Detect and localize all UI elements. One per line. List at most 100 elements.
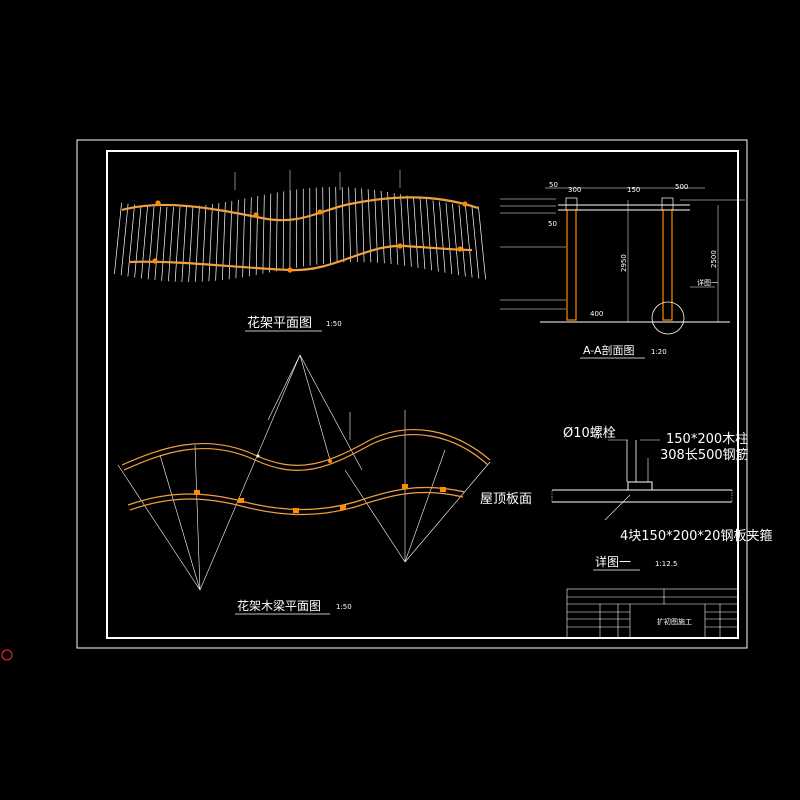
- beam-joint: [328, 459, 332, 463]
- detail-plate: [627, 481, 653, 491]
- beam-post: [194, 490, 200, 495]
- plan-post: [253, 212, 259, 218]
- plan-rafter: [249, 197, 252, 277]
- detail-roof-label: 屋顶板面: [480, 492, 532, 507]
- plan-rafter: [335, 186, 338, 263]
- plan-post: [457, 246, 463, 252]
- dim-2950: 2950: [620, 254, 628, 272]
- plan-rafter: [276, 192, 278, 272]
- plan-rafter: [208, 204, 213, 282]
- beam-post: [238, 498, 244, 503]
- plan-rafter: [195, 205, 200, 282]
- plan-rafter: [174, 206, 181, 282]
- beam-post: [402, 484, 408, 489]
- plan-rafter: [419, 197, 426, 270]
- plan-scale: 1:50: [326, 320, 342, 328]
- plan-rafter: [393, 193, 399, 265]
- plan-rafter: [380, 190, 385, 264]
- beam-lower-outer: [127, 486, 466, 511]
- plan-rafter: [120, 203, 129, 276]
- outer-border: [76, 139, 748, 649]
- detail-column-label: 150*200木柱: [666, 432, 748, 447]
- dim-150: 150: [627, 186, 640, 194]
- marker-circle: [1, 649, 13, 661]
- plan-post: [287, 267, 293, 273]
- inner-border: [106, 150, 739, 639]
- plan-rafter: [328, 187, 331, 264]
- plan-rafter: [400, 194, 405, 266]
- dim-500: 500: [675, 183, 688, 191]
- detail-slab: [551, 489, 733, 503]
- beam-post: [293, 508, 299, 513]
- detail-title: 详图一: [595, 554, 631, 569]
- plan-title: 花架平面图: [247, 315, 312, 331]
- plan-rafter: [222, 202, 226, 281]
- plan-rafter: [161, 206, 168, 281]
- plan-rafter: [426, 199, 432, 271]
- section-title: A-A剖面图: [583, 343, 635, 357]
- plan-rafter: [127, 204, 135, 277]
- plan-rafter: [282, 191, 285, 271]
- dim-50-side: 50: [548, 220, 557, 228]
- plan-rafter: [181, 206, 187, 282]
- beam-joint: [256, 454, 260, 458]
- section-detail-ref: 详图一: [697, 278, 718, 287]
- plan-rafter: [413, 196, 419, 268]
- dim-400: 400: [590, 310, 603, 318]
- detail-plates-label: 4块150*200*20钢板夹箍: [620, 528, 772, 544]
- title-block-stage: 扩初图施工: [657, 617, 692, 626]
- pergola-plan-view: 花架平面图 1:50: [114, 170, 486, 332]
- plan-rafter: [361, 188, 365, 263]
- plan-beam-upper: [121, 196, 479, 222]
- plan-rafter: [458, 204, 466, 277]
- plan-rafter: [374, 189, 378, 263]
- dim-2500: 2500: [710, 250, 718, 268]
- plan-rafter: [262, 194, 265, 274]
- section-detail-circle: [651, 301, 685, 335]
- beam-lower-inner: [129, 491, 464, 516]
- plan-rafter: [387, 191, 392, 264]
- detail-rebar-label: 308长500钢筋: [660, 447, 749, 463]
- beam-plan-title: 花架木梁平面图: [237, 598, 321, 613]
- plan-rafter: [269, 193, 272, 273]
- plan-post: [152, 258, 158, 264]
- plan-rafter: [452, 203, 459, 276]
- detail-scale: 1:12.5: [655, 560, 677, 568]
- plan-rafter: [439, 201, 446, 273]
- detail-bolt-label: Ø10螺栓: [563, 426, 616, 441]
- plan-rafter: [322, 187, 324, 264]
- plan-post: [397, 243, 403, 249]
- section-a-a: 50 300 150 500 50 2950 2500 400 详图一 A-A剖…: [500, 181, 745, 359]
- plan-rafter: [147, 206, 155, 280]
- section-scale: 1:20: [651, 348, 667, 356]
- plan-rafter: [255, 196, 259, 275]
- plan-rafter: [478, 206, 486, 280]
- plan-post: [317, 209, 323, 215]
- dim-300: 300: [568, 186, 581, 194]
- plan-rafter: [465, 205, 473, 278]
- dim-50-top: 50: [549, 181, 558, 189]
- beam-post: [340, 505, 346, 510]
- plan-rafter: [154, 206, 161, 281]
- plan-rafter: [432, 200, 439, 272]
- plan-rafter: [215, 203, 220, 281]
- plan-rafter: [114, 202, 122, 275]
- plan-rafter: [406, 195, 412, 267]
- plan-rafters: [114, 186, 486, 283]
- plan-rafter: [354, 187, 358, 263]
- title-block: 扩初图施工: [566, 588, 739, 639]
- beam-posts: [194, 454, 446, 513]
- plan-rafter: [201, 204, 207, 282]
- plan-post: [462, 201, 468, 207]
- plan-rafter: [348, 187, 351, 263]
- plan-rafter: [315, 187, 318, 265]
- plan-post: [155, 200, 161, 206]
- plan-rafter: [168, 206, 174, 282]
- beam-upper-outer: [121, 429, 491, 466]
- plan-rafter: [341, 187, 345, 263]
- plan-rafter: [141, 205, 148, 279]
- beam-upper-inner: [123, 434, 489, 471]
- plan-posts: [152, 200, 468, 273]
- section-post-right: [662, 209, 673, 321]
